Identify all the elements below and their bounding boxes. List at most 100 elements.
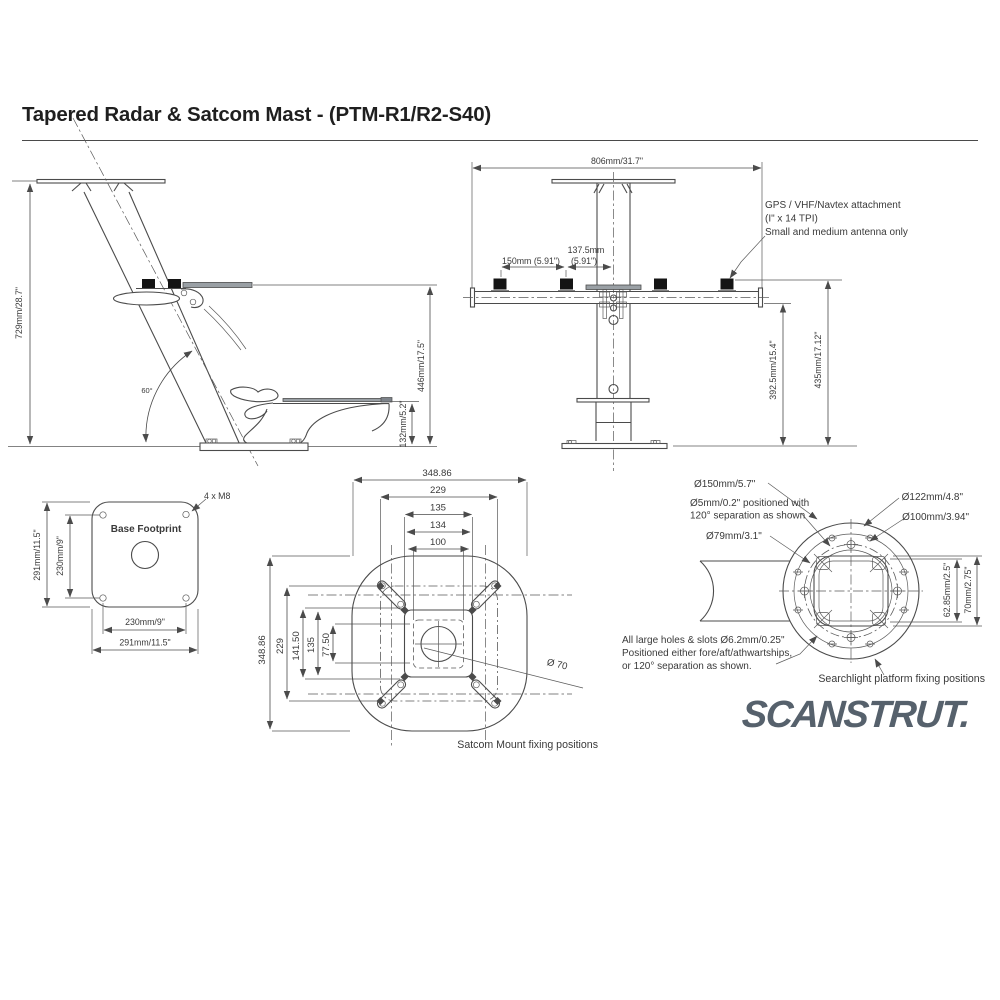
dim-label-outer-v: 291mm/11.5" [32,529,42,580]
ext-line [471,162,842,304]
dim-label-platform-height: 392.5mm/15.4" [768,340,778,399]
inner-square [403,609,474,678]
dim-label-searchlight-platform: 132mm/5.2" [398,400,408,447]
dim-label-h-135: 135 [430,503,446,514]
satcom-centerlines [308,545,572,747]
mast-arm [699,560,790,622]
slot-square-dashed [380,585,498,702]
large-holes-note-3: or 120° separation as shown. [622,661,752,672]
large-holes-note-1: All large holes & slots Ø6.2mm/0.25" [622,635,785,646]
platform-supports [593,183,633,194]
seat-sculpt-upper [244,402,274,420]
dim-label-width: 806mm/31.7" [591,156,643,166]
radar-pad [168,279,181,288]
searchlight-caption: Searchlight platform fixing positions [818,673,985,685]
bracket-detail [180,288,204,309]
antenna-pad [654,278,667,290]
dim-label-h-100: 100 [430,537,446,548]
dim-label-v-229: 229 [275,638,286,654]
ext-line [12,180,437,402]
gps-note-line3: Small and medium antenna only [765,227,908,238]
antenna-pad [493,278,507,290]
dim-label-h-134: 134 [430,520,447,531]
dim-label-pad-spacing: 150mm (5.91") [502,256,560,266]
center-hole-cross [415,621,462,667]
searchlight-platform-side [282,398,390,402]
plate-bolt [207,438,212,444]
dim-label-v-77: 77.50 [321,633,332,657]
plate-bolt [295,438,301,444]
leader-79 [769,535,811,564]
dia-122-label: Ø122mm/4.8" [902,492,964,503]
dia70-leader [423,647,584,689]
bolt-nut [616,301,627,308]
small-holes-note-1: Ø5mm/0.2" positioned with [690,498,809,509]
plate-bolt-block [289,438,302,444]
title-divider [22,140,978,142]
bolt-leader [191,498,207,512]
plate-bolt [291,438,296,444]
leader-5mm [800,512,831,547]
dim-label-v-141: 141.50 [291,631,302,660]
dim-label-outer-h: 291mm/11.5" [119,638,170,648]
satcom-outline [351,555,528,732]
base-box [595,402,632,441]
large-fixing-holes [797,537,905,645]
antenna-pad [560,278,573,290]
plate-bolt [568,440,572,444]
seat-beak [230,386,279,403]
lower-flange [576,397,650,403]
page-title: Tapered Radar & Satcom Mast - (PTM-R1/R2… [22,103,492,126]
top-platform-side [36,178,166,184]
ext-line [890,555,982,627]
leader-large-holes [775,635,818,665]
small-holes-note-2: 120° separation as shown [690,511,805,522]
leader-122 [863,497,900,527]
dim-label-radar-platform: 446mm/17.5" [416,340,426,392]
dia-100-label: Ø100mm/3.94" [902,512,969,523]
plate-bolt-block [566,440,577,444]
fixing-hole-markers [376,582,502,705]
center-hole [609,294,618,302]
dim-label-height: 729mm/28.7" [14,287,24,339]
dim-label-outer-v: 70mm/2.75" [963,566,973,613]
ext-line [352,482,528,620]
platform-flares [71,182,134,192]
inner-square-dashed [413,619,464,669]
bracket-hole [180,289,188,297]
leader-150 [767,482,818,520]
corner-slot [470,679,501,709]
corner-fixings [813,553,889,629]
mast-hole [608,383,619,395]
support-swoosh [203,305,247,351]
plate-bolt [653,440,657,444]
leader-100 [869,517,906,542]
large-holes-note-2: Positioned either fore/aft/athwartships, [622,648,792,659]
leader-caption [874,658,885,676]
dim-label-holes-v: 230mm/9" [55,536,65,576]
mast-centerline [72,117,259,467]
dia-square-label: Ø79mm/3.1" [706,531,762,542]
radar-platform-bar [182,282,253,288]
dim-label-h-229: 229 [430,485,446,496]
dim-label-center-spacing-1: 137.5mm [568,245,605,255]
satcom-caption: Satcom Mount fixing positions [457,739,598,751]
brand-logo: SCANSTRUT. [740,694,971,736]
bolt-nut [599,291,610,298]
base-plate-side [199,442,309,452]
side-view: 729mm/28.7" 446mm/17.5" 132mm/5.2" 60° [8,117,437,467]
bolt-note: 4 x M8 [204,491,231,501]
dim-label-center-hole: Ø 70 [546,657,569,672]
footprint-label: Base Footprint [111,524,182,535]
seat-sculpt-lower [254,402,390,445]
ext-line [42,501,199,654]
searchlight-view: Ø150mm/5.7" Ø5mm/0.2" positioned with 12… [622,479,985,685]
radome-side [112,291,181,306]
satcom-mount-view: 348.86 229 135 134 100 348.86 229 141.50… [257,468,598,751]
angle-arc [142,350,193,443]
dim-label-inner-v: 62.85mm/2.5" [942,563,952,617]
gps-leader [729,235,766,279]
bolt-rod [619,289,624,319]
